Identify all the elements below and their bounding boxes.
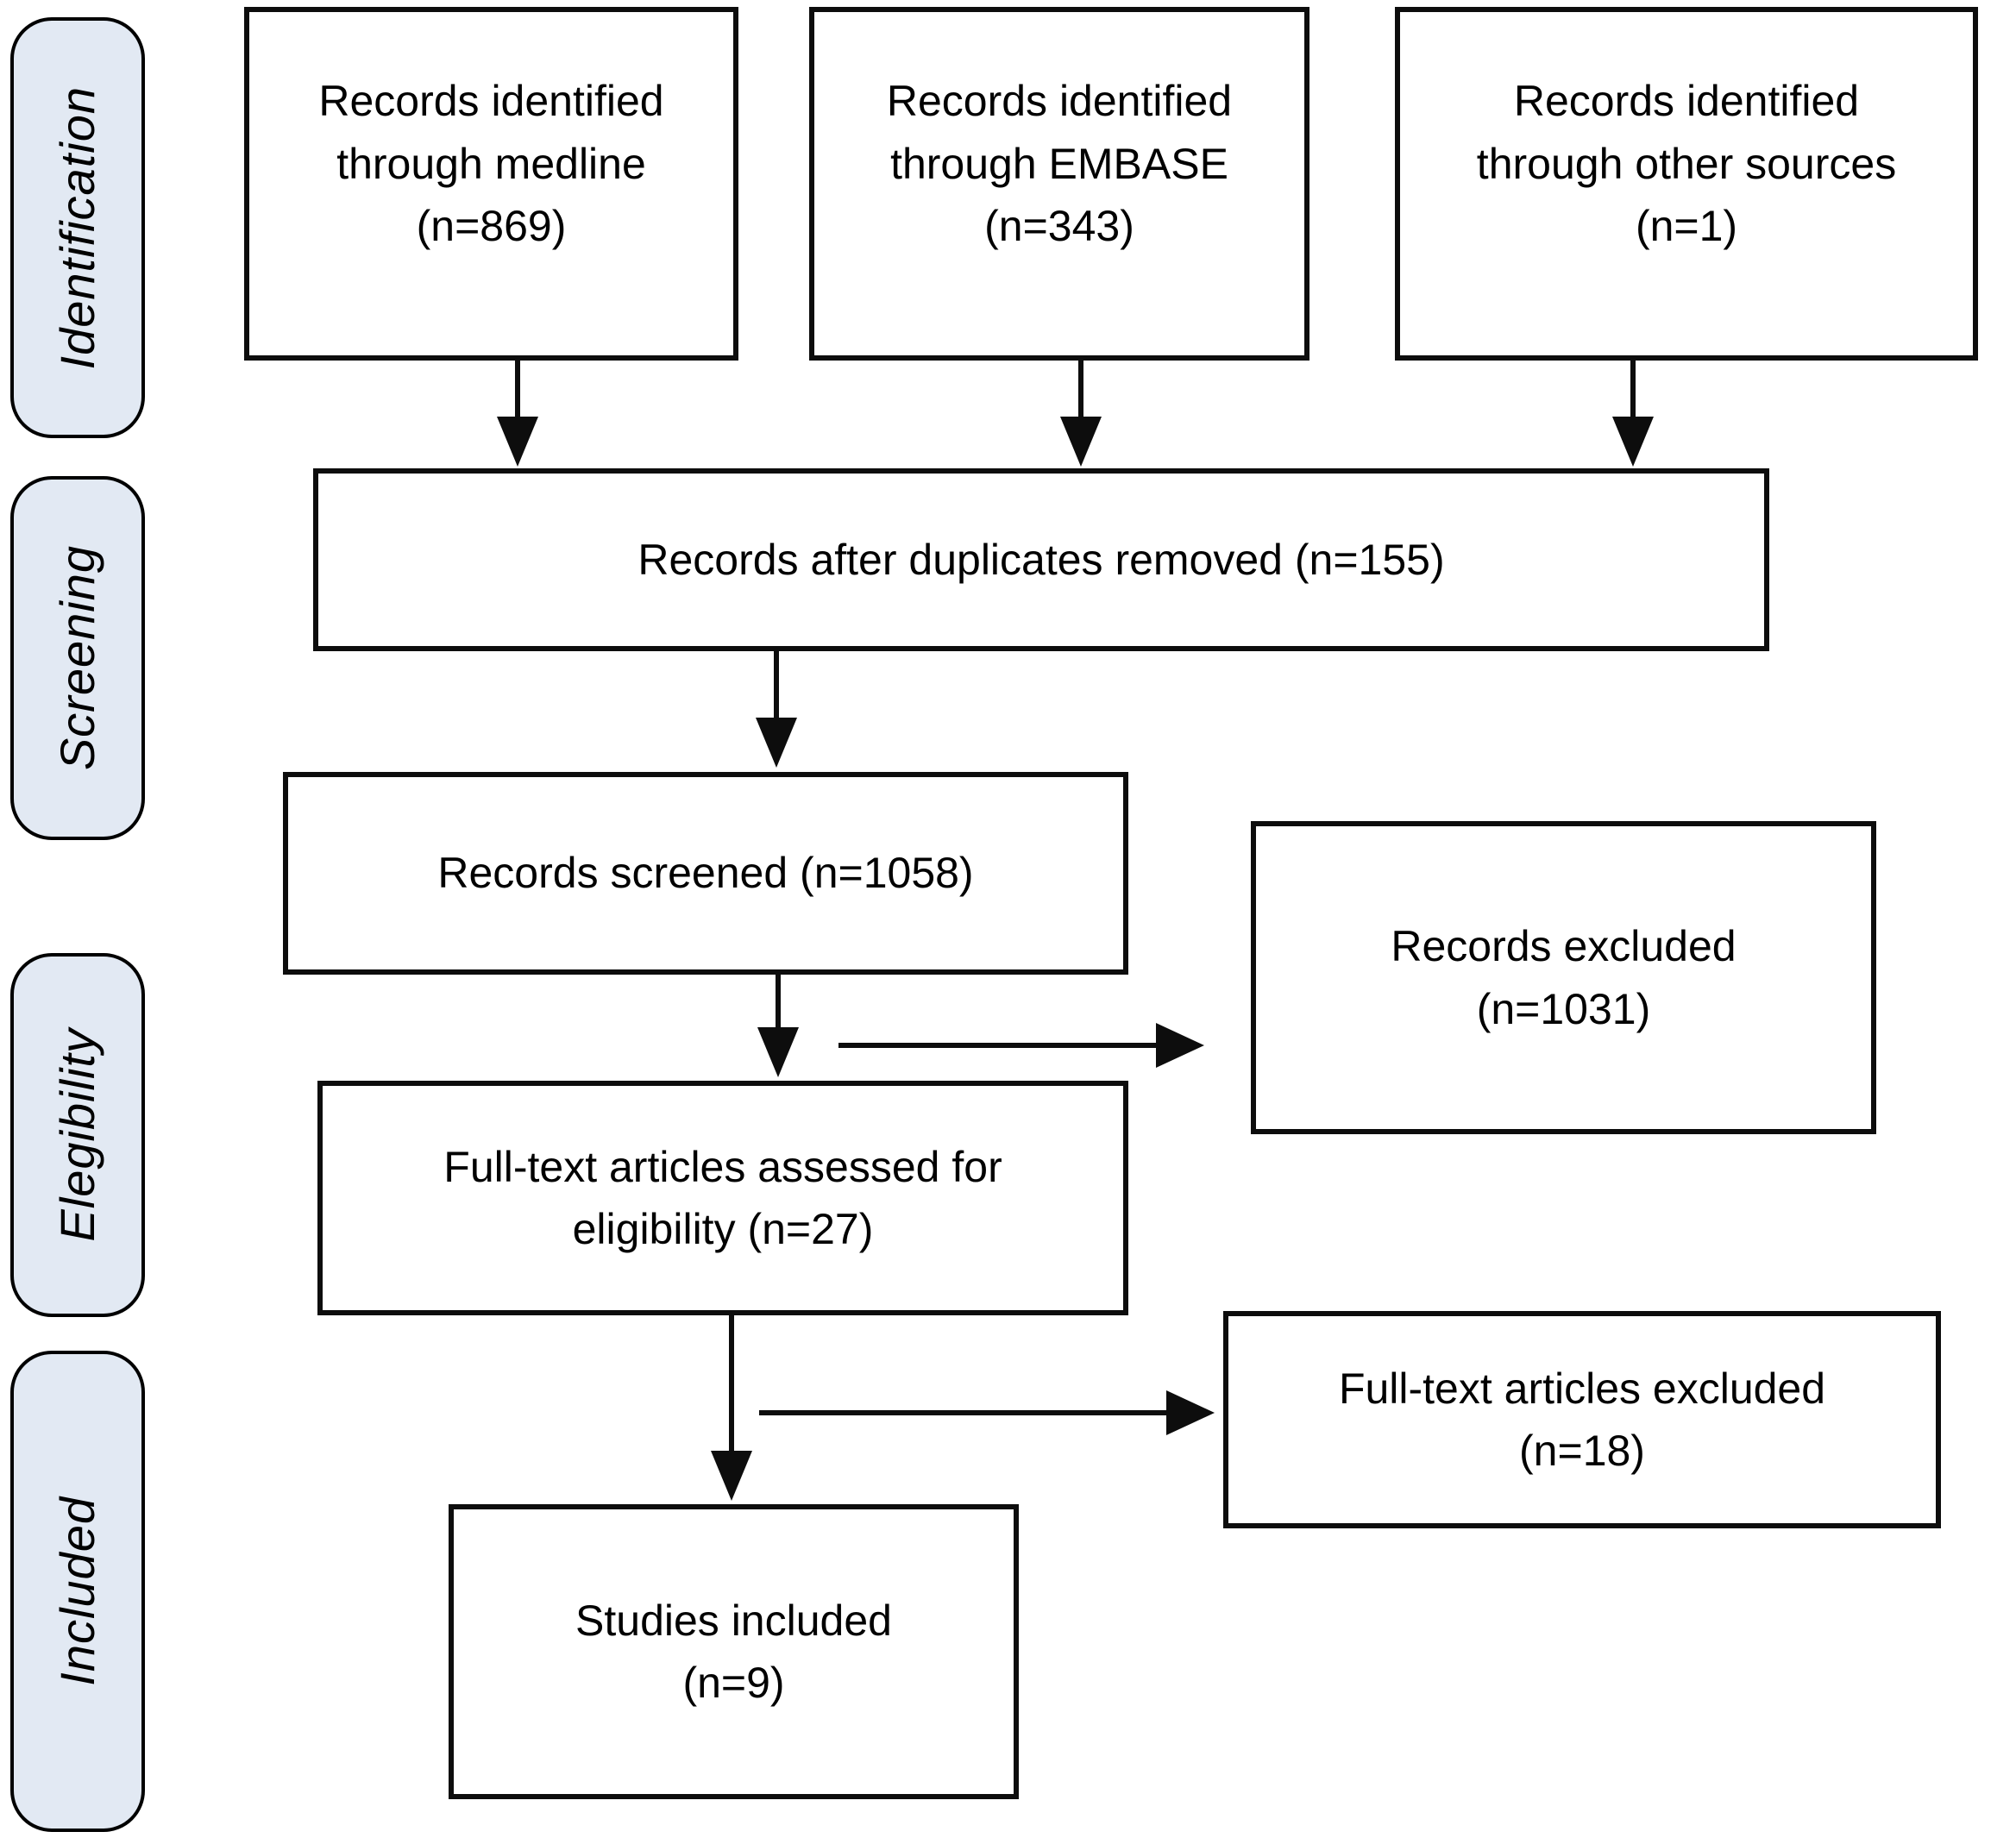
arrow-embase-to-duplicates-head <box>1060 417 1102 467</box>
arrow-fulltext-to-included-head <box>711 1451 752 1501</box>
node-text-line: Records identified <box>886 77 1233 126</box>
arrow-other-to-duplicates-head <box>1612 417 1654 467</box>
node-records-after-duplicates-removed: Records after duplicates removed (n=155) <box>313 468 1769 651</box>
node-fulltext-articles-assessed: Full-text articles assessed for eligibil… <box>317 1081 1128 1315</box>
node-text-line: through medline <box>336 139 646 188</box>
node-records-screened: Records screened (n=1058) <box>283 772 1128 975</box>
node-text-line: Records screened (n=1058) <box>437 849 974 898</box>
node-records-excluded: Records excluded (n=1031) <box>1251 821 1876 1134</box>
node-text-line: Records identified <box>1513 77 1860 126</box>
node-text-line: through EMBASE <box>890 139 1228 188</box>
node-text-line: (n=9) <box>682 1659 785 1707</box>
node-studies-included: Studies included (n=9) <box>449 1504 1019 1799</box>
arrow-medline-to-duplicates-head <box>497 417 538 467</box>
stage-eligibility: Elegibility <box>10 953 145 1317</box>
node-text-line: Records identified <box>318 77 664 126</box>
arrow-fulltext-to-fulltext-excluded-head <box>1166 1390 1215 1435</box>
arrow-duplicates-to-screened-head <box>756 718 797 768</box>
node-text-line: (n=869) <box>416 202 567 251</box>
node-text-line: through other sources <box>1476 139 1897 188</box>
node-records-identified-medline: Records identified through medline (n=86… <box>244 7 738 361</box>
arrow-screened-to-records-excluded-head <box>1156 1023 1204 1068</box>
node-records-identified-other-sources: Records identified through other sources… <box>1395 7 1978 361</box>
node-text-line: eligibility (n=27) <box>572 1205 874 1253</box>
stage-identification: Identification <box>10 17 145 438</box>
node-text-line: (n=1031) <box>1476 984 1651 1033</box>
stage-screening: Screening <box>10 476 145 840</box>
node-text-line: Studies included <box>575 1596 892 1645</box>
node-text-line: Full-text articles assessed for <box>443 1142 1002 1191</box>
node-text-line: Full-text articles excluded <box>1338 1364 1826 1413</box>
node-text-line: (n=1) <box>1635 202 1738 251</box>
node-text-line: (n=18) <box>1519 1427 1645 1475</box>
node-text-line: Records excluded <box>1391 922 1737 970</box>
node-text-line: Records after duplicates removed (n=155) <box>637 535 1445 584</box>
node-text-line: (n=343) <box>984 202 1134 251</box>
arrow-screened-to-fulltext-head <box>757 1027 799 1077</box>
stage-included: Included <box>10 1351 145 1832</box>
node-fulltext-articles-excluded: Full-text articles excluded (n=18) <box>1223 1311 1941 1528</box>
node-records-identified-embase: Records identified through EMBASE (n=343… <box>809 7 1309 361</box>
